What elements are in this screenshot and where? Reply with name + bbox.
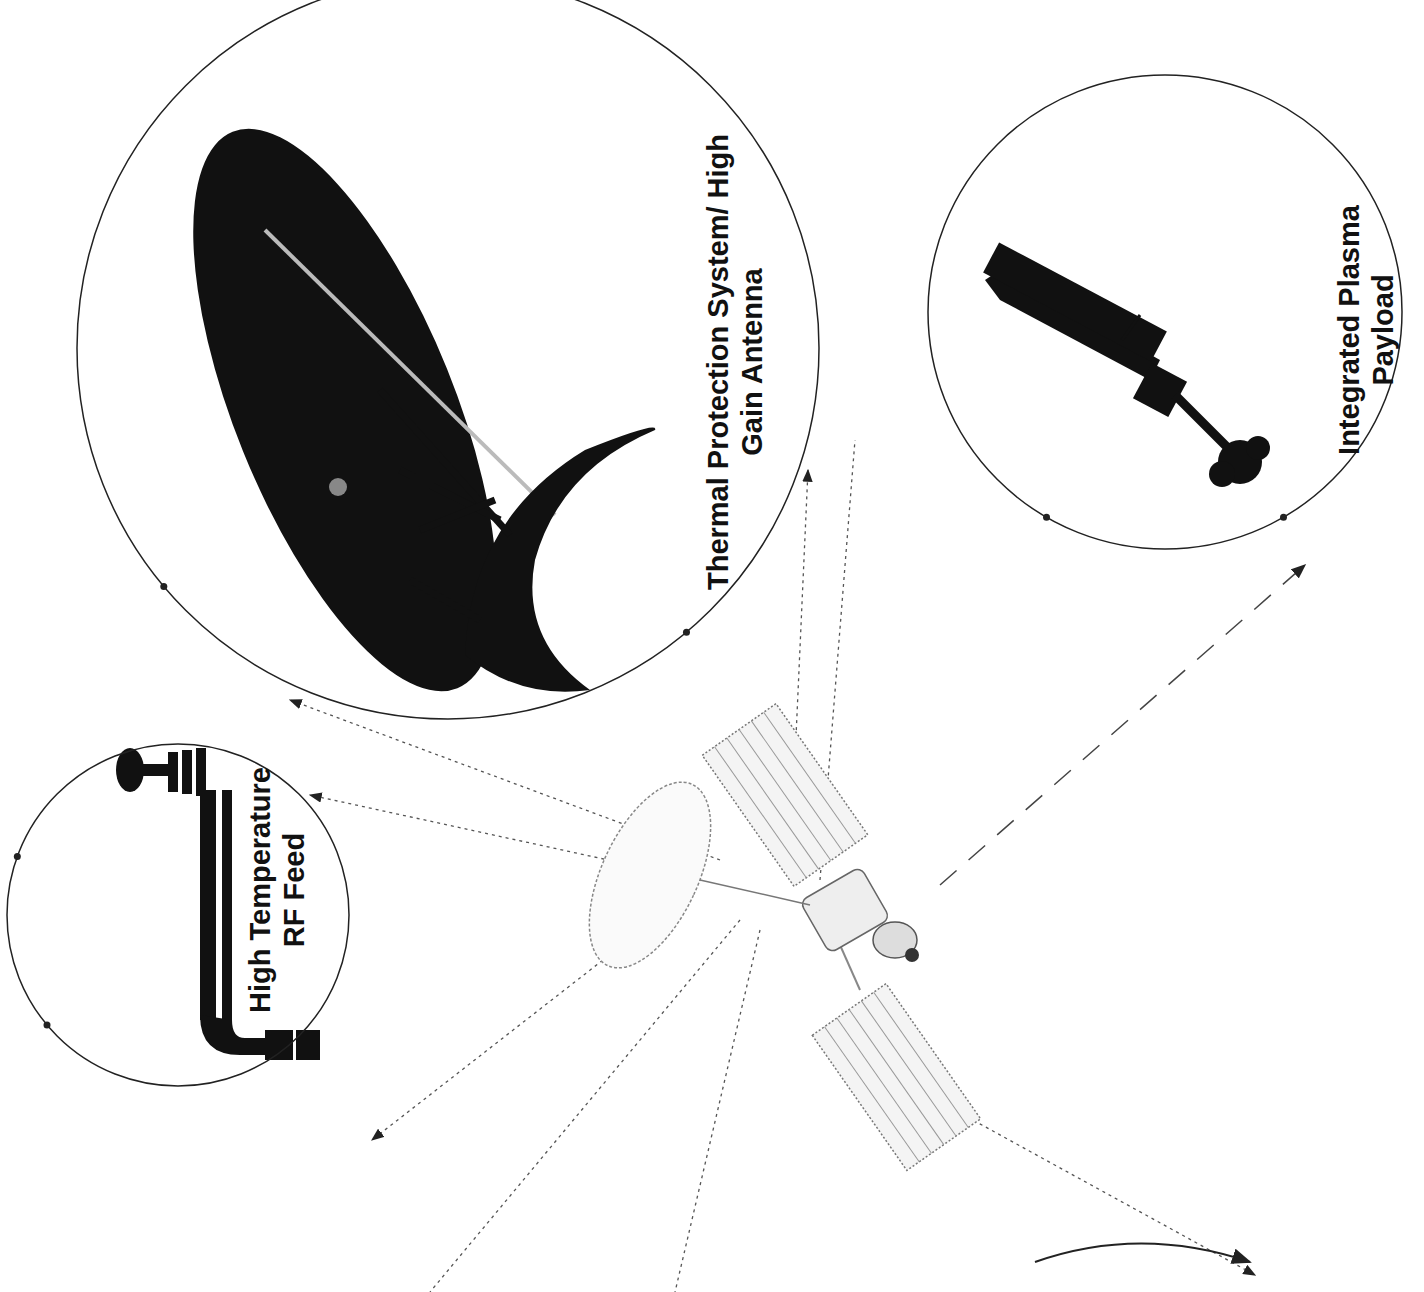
rf-feed-picture: [116, 748, 320, 1060]
callout-label: Integrated Plasma Payload: [1332, 190, 1400, 470]
dashed-leader: [940, 565, 1305, 885]
spacecraft: [564, 704, 980, 1171]
antenna-picture: [131, 91, 656, 730]
callout-label: High Temperature RF Feed: [243, 755, 311, 1025]
arc-arrow: [1035, 1244, 1250, 1263]
callout-circle: High Temperature RF Feed: [6, 743, 350, 1087]
circle-outline: [927, 74, 1403, 550]
callout-circle: Thermal Protection System/ High Gain Ant…: [76, 0, 820, 720]
plasma-payload-picture: [983, 242, 1270, 487]
callout-circle: Integrated Plasma Payload: [927, 74, 1403, 550]
callout-label: Thermal Protection System/ High Gain Ant…: [701, 132, 769, 592]
